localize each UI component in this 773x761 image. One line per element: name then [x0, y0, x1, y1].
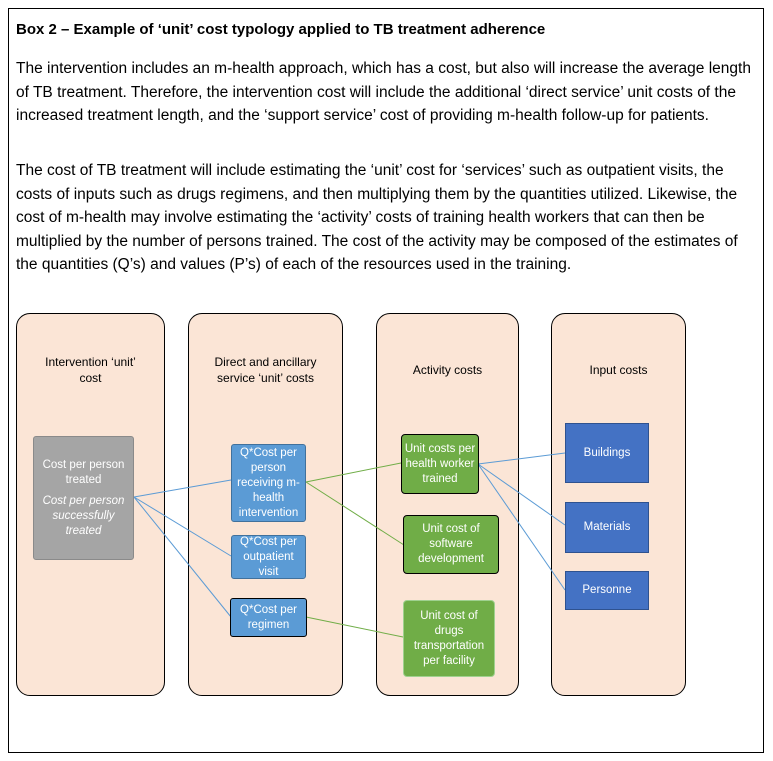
box-frame [8, 8, 764, 753]
node-q-regimen: Q*Cost per regimen [230, 598, 307, 637]
node-q-regimen-label: Q*Cost per regimen [240, 603, 297, 631]
node-q-outpatient: Q*Cost per outpatient visit [231, 535, 306, 579]
node-cost-per-person-treated: Cost per person treated [42, 458, 125, 486]
node-personnel: Personne [565, 571, 649, 610]
node-unit-drugs-transport: Unit cost of drugs transportation per fa… [403, 600, 495, 677]
node-cost-per-person-successfully-treated: Cost per person successfully treated [42, 494, 125, 537]
node-unit-hw-trained-label: Unit costs per health worker trained [404, 442, 476, 485]
node-unit-drugs-transport-label: Unit cost of drugs transportation per fa… [413, 609, 485, 667]
node-unit-software: Unit cost of software development [403, 515, 499, 574]
column-header-direct: Direct and ancillary service ‘unit’ cost… [214, 355, 317, 385]
node-buildings-label: Buildings [583, 446, 631, 459]
node-buildings: Buildings [565, 423, 649, 483]
node-intervention-cost: Cost per person treated Cost per person … [33, 436, 134, 560]
paragraph-cost-estimation: The cost of TB treatment will include es… [16, 162, 738, 273]
paragraph-intervention: The intervention includes an m-health ap… [16, 60, 751, 124]
node-unit-hw-trained: Unit costs per health worker trained [401, 434, 479, 494]
box-title: Box 2 – Example of ‘unit’ cost typology … [16, 21, 546, 38]
column-header-activity: Activity costs [412, 363, 483, 377]
node-personnel-label: Personne [582, 584, 632, 596]
column-header-input: Input costs [589, 363, 648, 377]
node-materials-label: Materials [583, 521, 631, 533]
node-q-mhealth: Q*Cost per person receiving m-health int… [231, 444, 306, 522]
node-unit-software-label: Unit cost of software development [418, 523, 484, 565]
node-q-mhealth-label: Q*Cost per person receiving m-health int… [237, 446, 300, 519]
node-q-outpatient-label: Q*Cost per outpatient visit [240, 535, 297, 578]
column-header-intervention: Intervention ‘unit’ cost [45, 355, 136, 385]
node-materials: Materials [565, 502, 649, 553]
